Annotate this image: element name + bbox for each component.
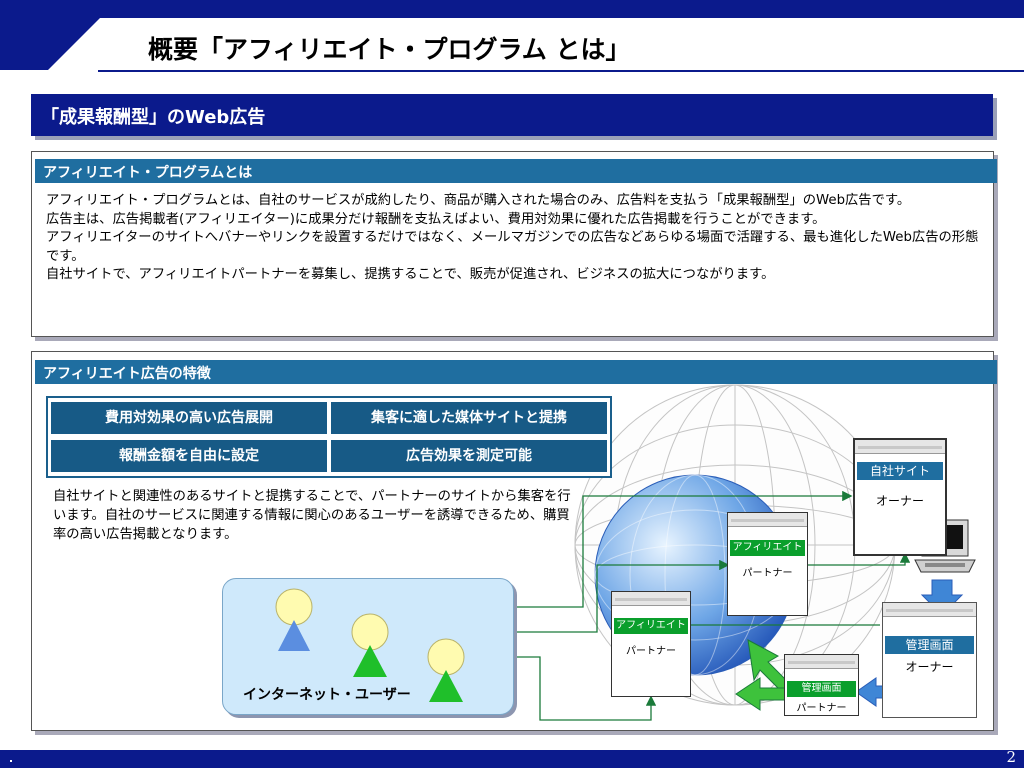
section-banner: 「成果報酬型」のWeb広告	[31, 94, 993, 136]
intro-panel-heading: アフィリエイト・プログラムとは	[35, 159, 997, 183]
header-rule	[98, 70, 1024, 72]
connector-line	[808, 552, 911, 566]
affiliate-site-window: アフィリエイト パートナー	[611, 591, 691, 697]
feature-cell: 広告効果を測定可能	[331, 440, 607, 472]
feature-cell: 費用対効果の高い広告展開	[51, 402, 327, 434]
footer-dot	[10, 760, 12, 762]
feature-grid: 費用対効果の高い広告展開 集客に適した媒体サイトと提携 報酬金額を自由に設定 広…	[46, 396, 612, 478]
user-icon	[351, 613, 389, 677]
header-strip	[0, 0, 1024, 18]
window-chrome	[728, 513, 807, 527]
features-panel-heading: アフィリエイト広告の特徴	[35, 360, 997, 384]
owner-admin-owner: オーナー	[905, 660, 954, 674]
feature-cell: 集客に適した媒体サイトと提携	[331, 402, 607, 434]
partner-admin-owner: パートナー	[785, 699, 858, 714]
window-chrome	[785, 655, 858, 669]
internet-users-label: インターネット・ユーザー	[243, 687, 411, 703]
user-icon	[275, 588, 313, 651]
intro-paragraph: アフィリエイターのサイトへバナーやリンクを設置するだけではなく、メールマガジンで…	[46, 230, 979, 264]
own-site-owner: オーナー	[875, 494, 924, 508]
affiliate-site-owner: パートナー	[742, 568, 793, 579]
features-description: 自社サイトと関連性のあるサイトと提携することで、パートナーのサイトから集客を行い…	[53, 489, 571, 542]
feature-cell: 報酬金額を自由に設定	[51, 440, 327, 472]
own-site-label: 自社サイト	[857, 462, 943, 480]
footer-bar	[0, 750, 1024, 768]
affiliate-site-label: アフィリエイト	[614, 618, 688, 634]
intro-paragraph: 自社サイトで、アフィリエイトパートナーを募集し、提携することで、販売が促進され、…	[46, 267, 775, 282]
intro-paragraph: アフィリエイト・プログラムとは、自社のサービスが成約したり、商品が購入された場合…	[46, 193, 911, 208]
partner-admin-window: 管理画面 パートナー	[784, 654, 859, 716]
connector-line	[464, 656, 657, 721]
window-chrome	[612, 592, 690, 606]
intro-panel-body: アフィリエイト・プログラムとは、自社のサービスが成約したり、商品が購入された場合…	[46, 192, 981, 285]
affiliate-site-window: アフィリエイト パートナー	[727, 512, 808, 616]
affiliate-site-owner: パートナー	[626, 646, 676, 657]
header-slant-shape	[0, 0, 160, 70]
intro-panel: アフィリエイト・プログラムとは アフィリエイト・プログラムとは、自社のサービスが…	[31, 151, 997, 337]
partner-admin-label: 管理画面	[787, 681, 856, 697]
affiliate-site-label: アフィリエイト	[730, 540, 805, 556]
page-number: 2	[1006, 748, 1016, 766]
owner-admin-window: 管理画面 オーナー	[882, 602, 977, 718]
window-chrome	[883, 603, 976, 617]
owner-admin-label: 管理画面	[885, 636, 974, 654]
intro-paragraph: 広告主は、広告掲載者(アフィリエイター)に成果分だけ報酬を支払えばよい、費用対効…	[46, 211, 826, 227]
user-icon	[427, 638, 465, 702]
window-chrome	[855, 440, 945, 454]
own-site-window: 自社サイト オーナー	[853, 438, 947, 556]
slide-title: 概要「アフィリエイト・プログラム とは」	[148, 35, 631, 64]
section-banner-text: 「成果報酬型」のWeb広告	[41, 107, 266, 128]
